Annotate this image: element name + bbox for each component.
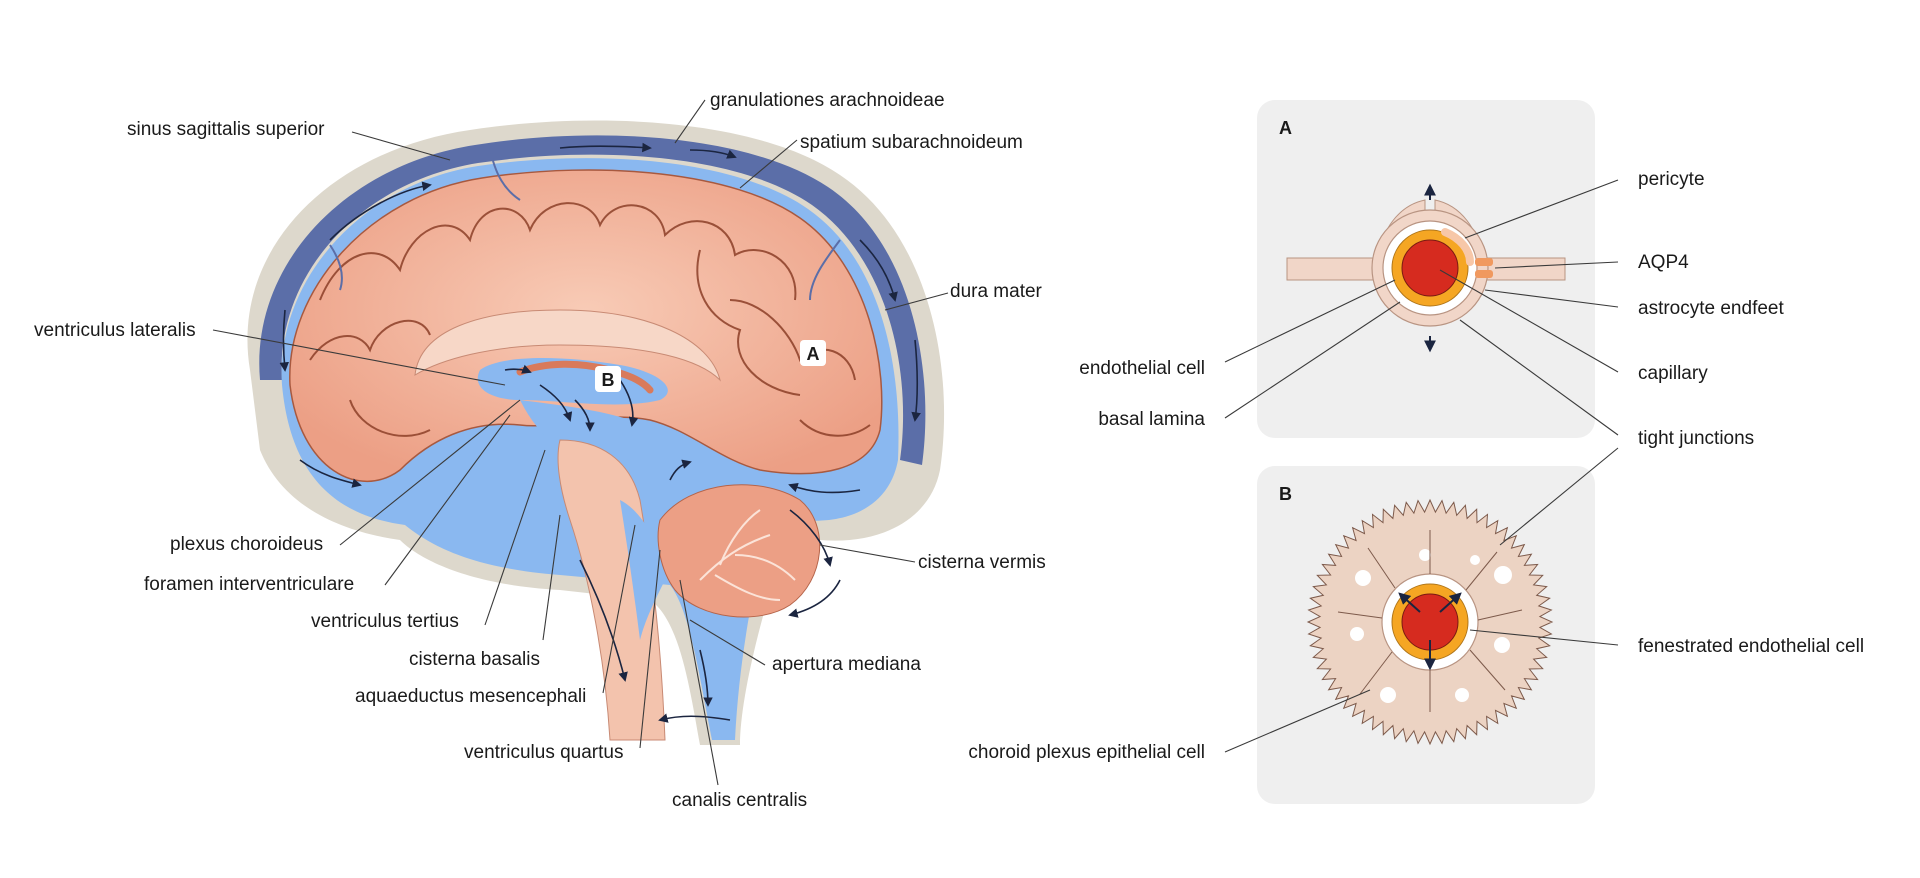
csf-flow-arrows <box>279 142 921 723</box>
label-ventriculus-lateralis: ventriculus lateralis <box>34 320 196 341</box>
label-apertura: apertura mediana <box>772 654 921 675</box>
panel-b: B <box>1257 466 1595 804</box>
brain-sagittal-section: A B <box>247 120 945 745</box>
brain-leader-lines <box>212 99 949 786</box>
veins <box>329 147 841 301</box>
pericyte <box>1441 228 1474 266</box>
label-spatium: spatium subarachnoideum <box>800 132 1023 153</box>
panel-b-arrows <box>1398 592 1462 671</box>
label-aqp4: AQP4 <box>1638 252 1689 273</box>
label-aquaeductus: aquaeductus mesencephali <box>355 686 586 707</box>
gyri <box>309 202 871 437</box>
fourth-ventricle <box>620 500 665 640</box>
cerebellum <box>657 484 821 618</box>
marker-b: B <box>595 366 621 392</box>
label-astrocyte: astrocyte endfeet <box>1638 298 1784 319</box>
epithelial-nuclei <box>1350 549 1512 703</box>
label-granulationes: granulationes arachnoideae <box>710 90 945 111</box>
label-plexus: plexus choroideus <box>170 534 323 555</box>
cell-dividers <box>1337 530 1523 712</box>
capillary-lumen <box>1401 239 1459 297</box>
marker-a: A <box>800 340 826 366</box>
arbor-vitae <box>699 509 796 601</box>
panel-leader-lines <box>1224 179 1619 753</box>
label-basal: basal lamina <box>1098 409 1205 430</box>
label-cisterna-basalis: cisterna basalis <box>409 649 540 670</box>
svg-text:B: B <box>602 370 615 390</box>
panel-b-letter: B <box>1279 484 1292 504</box>
label-ventriculus-tertius: ventriculus tertius <box>311 611 459 632</box>
svg-text:A: A <box>807 344 820 364</box>
label-cisterna-vermis: cisterna vermis <box>918 552 1046 573</box>
label-ventriculus-quartus: ventriculus quartus <box>464 742 623 763</box>
panel-a: A <box>1257 100 1595 438</box>
corpus-callosum <box>414 309 721 382</box>
label-choroid: choroid plexus epithelial cell <box>968 742 1205 763</box>
label-pericyte: pericyte <box>1638 169 1705 190</box>
label-fenestrated: fenestrated endothelial cell <box>1638 636 1864 657</box>
label-sinus: sinus sagittalis superior <box>127 119 325 140</box>
label-capillary: capillary <box>1638 363 1708 384</box>
label-dura: dura mater <box>950 281 1043 302</box>
panel-a-letter: A <box>1279 118 1292 138</box>
brain-labels: granulationes arachnoideae sinus sagitta… <box>34 90 1046 811</box>
label-foramen: foramen interventriculare <box>144 574 354 595</box>
label-canalis: canalis centralis <box>672 790 807 811</box>
label-tight-junctions: tight junctions <box>1638 428 1754 449</box>
aqp4-channel <box>1475 258 1493 266</box>
panel-labels: pericyte AQP4 astrocyte endfeet capillar… <box>968 169 1864 763</box>
label-endothelial: endothelial cell <box>1079 358 1205 379</box>
